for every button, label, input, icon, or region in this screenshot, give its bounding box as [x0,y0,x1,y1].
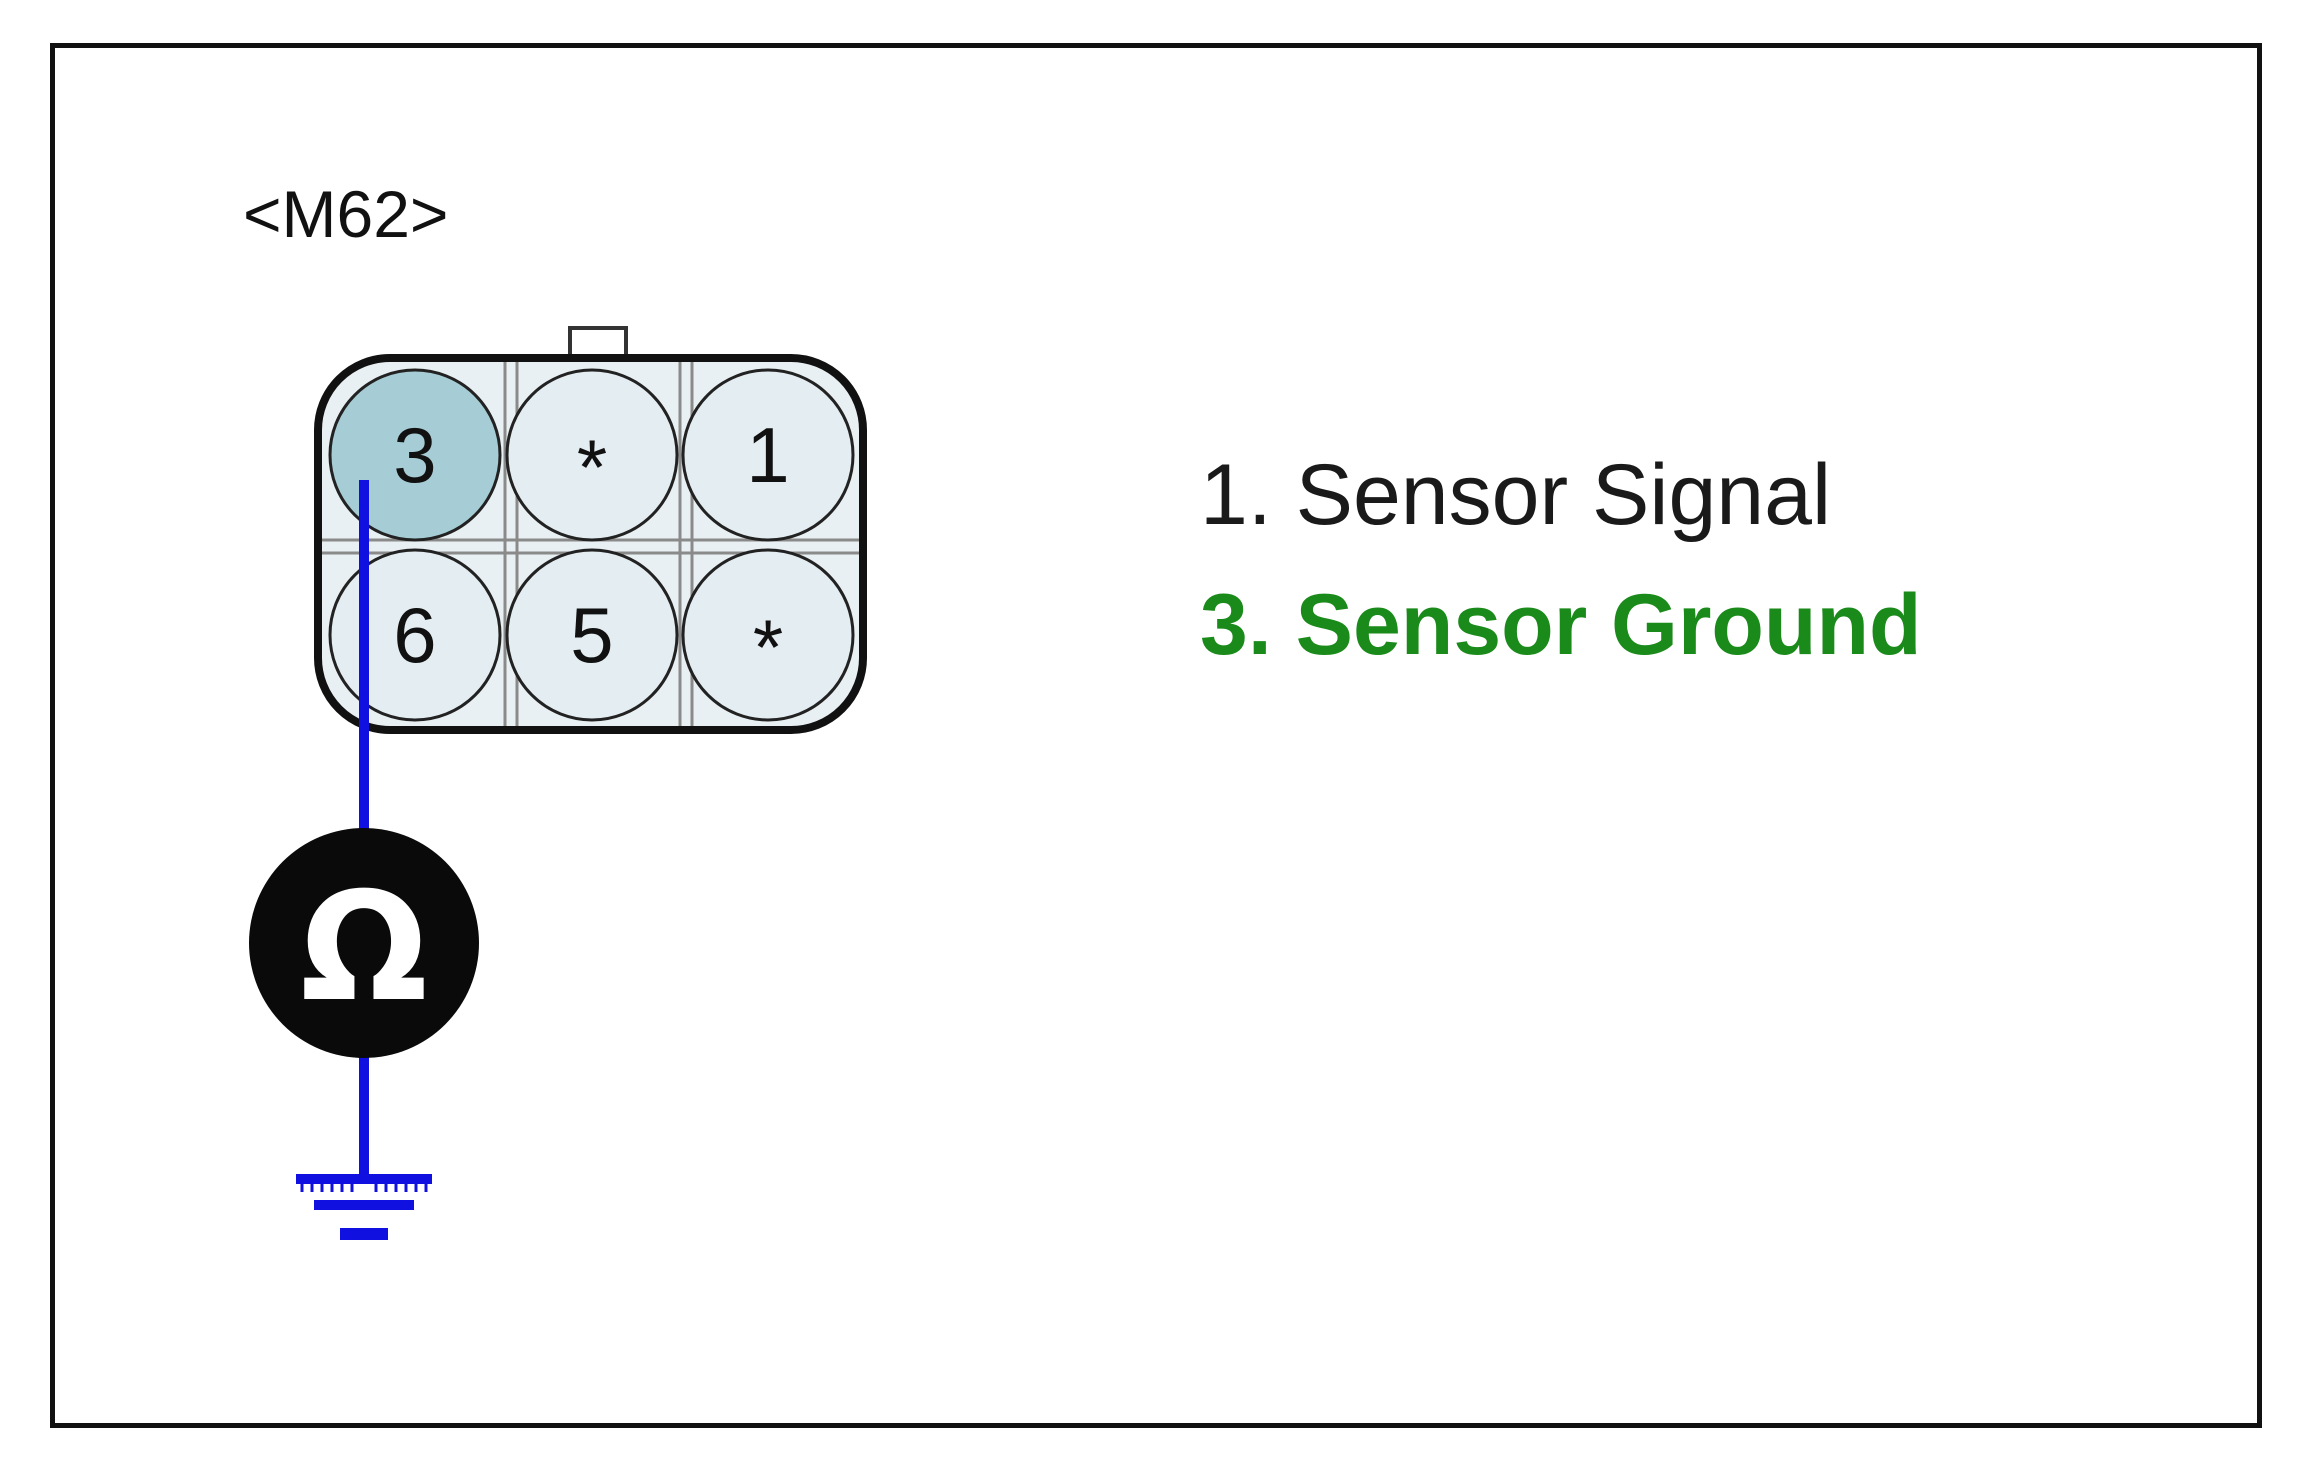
connector-pin-r1c3 [681,368,855,542]
connector-pin-label: 6 [393,591,436,679]
connector-pin-r1c2 [505,368,679,542]
connector-id-label: <M62> [243,177,448,251]
legend-item-sensor-signal: 1. Sensor Signal [1200,447,1832,543]
ohmmeter-icon: Ω [249,828,479,1058]
connector-pin-r2c3 [681,548,855,722]
connector-pin-label: 5 [570,591,613,679]
connector-pin-label: 1 [746,411,789,499]
connector-housing-outline [314,354,867,734]
connector-pin-r2c2 [505,548,679,722]
pin-legend: 1. Sensor Signal 3. Sensor Ground [1200,430,1922,690]
connector-pin-label: * [753,603,783,691]
ground-icon [296,1174,432,1240]
connector-pin-r2c1 [328,548,502,722]
connector-pins: 3 * 1 6 5 * [328,368,855,722]
legend-item-sensor-ground: 3. Sensor Ground [1200,577,1922,673]
connector-pin-label: 3 [393,411,436,499]
connector-pin-r1c1 [328,368,502,542]
connector-pin-label: * [577,423,607,511]
ohm-symbol: Ω [300,861,428,1035]
diagram-frame [50,43,2262,1428]
